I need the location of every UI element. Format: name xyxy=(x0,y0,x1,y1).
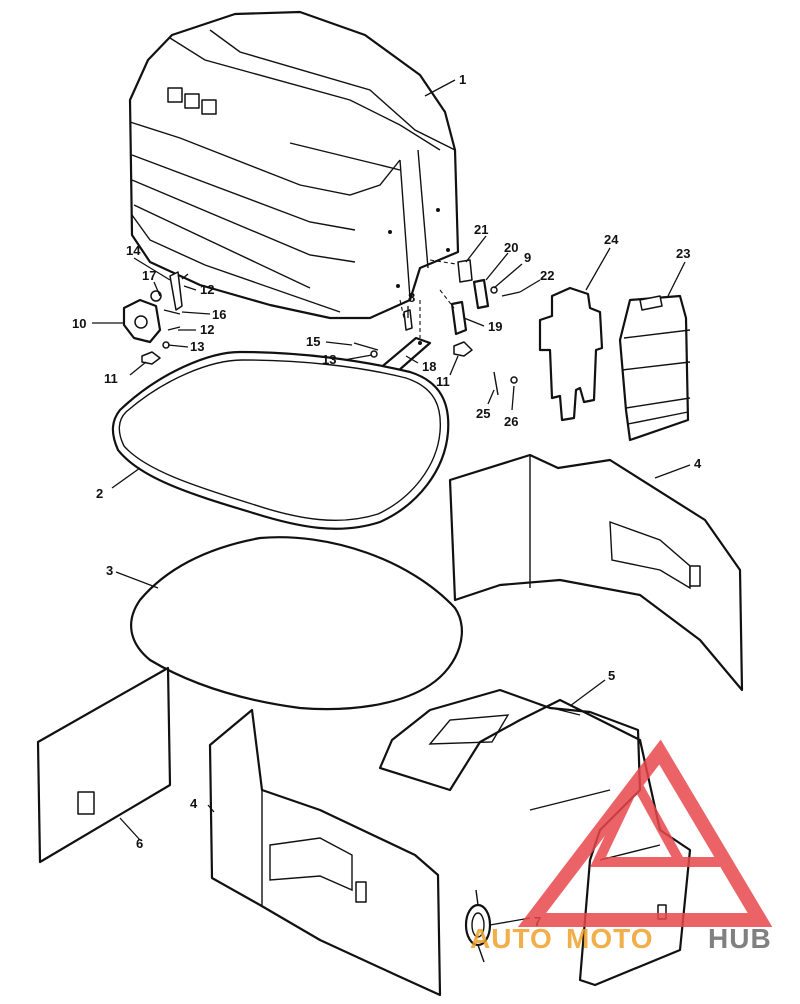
callout-4-right: 4 xyxy=(694,456,702,471)
callout-25: 25 xyxy=(476,406,490,421)
part-24-seal xyxy=(538,286,604,422)
part-5-deflector xyxy=(378,688,692,987)
callout-5: 5 xyxy=(608,668,615,683)
part-1-top-cowl xyxy=(128,10,460,320)
watermark-text-auto: AUTO xyxy=(470,923,553,954)
callout-8: 8 xyxy=(408,290,415,305)
part-2-seal xyxy=(111,350,450,530)
watermark-logo: AUTO MOTO HUB xyxy=(470,739,773,954)
callout-12-upper: 12 xyxy=(200,282,214,297)
part-4-liner-left xyxy=(208,708,442,997)
callout-16: 16 xyxy=(212,307,226,322)
callout-20: 20 xyxy=(504,240,518,255)
part-3-pad xyxy=(130,536,463,711)
callout-1: 1 xyxy=(459,72,466,87)
callout-19: 19 xyxy=(488,319,502,334)
callout-2: 2 xyxy=(96,486,103,501)
watermark-text-hub: HUB xyxy=(708,923,772,954)
callout-24: 24 xyxy=(604,232,619,247)
part-7-clip xyxy=(464,889,492,963)
callout-14: 14 xyxy=(126,243,141,258)
callout-18: 18 xyxy=(422,359,436,374)
callout-12-lower: 12 xyxy=(200,322,214,337)
part-6-panel xyxy=(36,666,172,864)
callout-22: 22 xyxy=(540,268,554,283)
callout-13-right: 13 xyxy=(322,352,336,367)
callout-11-left: 11 xyxy=(104,371,118,386)
part-4-liner-right xyxy=(448,453,744,692)
callout-26: 26 xyxy=(504,414,518,429)
callout-6: 6 xyxy=(136,836,143,851)
part-23-grille xyxy=(618,294,691,442)
leader-lines xyxy=(92,79,691,926)
callout-10: 10 xyxy=(72,316,86,331)
callout-9: 9 xyxy=(524,250,531,265)
callout-4-left: 4 xyxy=(190,796,198,811)
callout-labels: 1 2 3 4 4 5 6 7 8 9 10 11 11 12 12 13 13… xyxy=(72,72,702,929)
callout-17: 17 xyxy=(142,268,156,283)
callout-21: 21 xyxy=(474,222,488,237)
callout-13-left: 13 xyxy=(190,339,204,354)
watermark-text-moto: MOTO xyxy=(566,923,653,954)
callout-3: 3 xyxy=(106,563,113,578)
callout-23: 23 xyxy=(676,246,690,261)
callout-11-right: 11 xyxy=(436,374,450,389)
callout-15: 15 xyxy=(306,334,320,349)
